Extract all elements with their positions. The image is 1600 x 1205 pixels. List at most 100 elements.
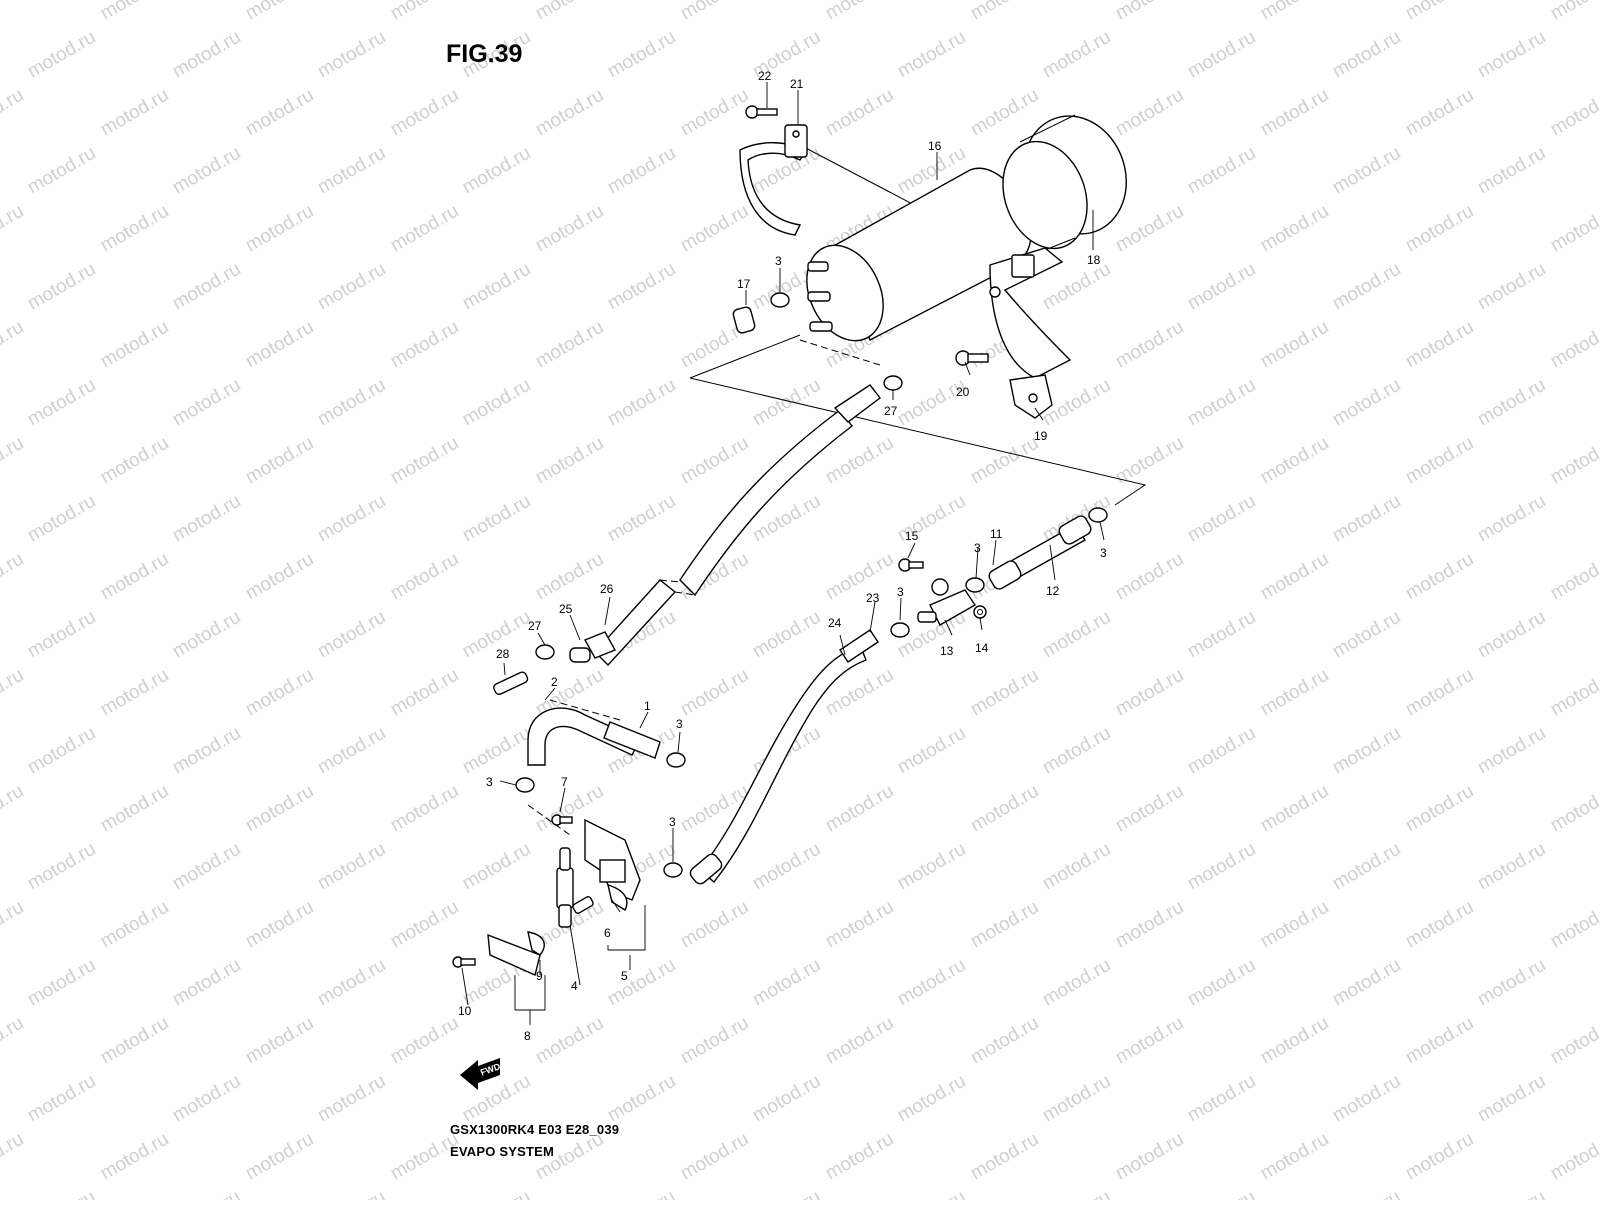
watermark-text: motod.ru (1039, 1187, 1114, 1200)
screw-15 (898, 558, 924, 572)
watermark-text: motod.ru (1257, 897, 1332, 953)
callout-22: 22 (758, 69, 772, 83)
watermark-text: motod.ru (169, 839, 244, 895)
watermark-text: motod.ru (387, 665, 462, 721)
callout-17: 17 (737, 277, 751, 291)
watermark-text: motod.ru (1474, 143, 1549, 199)
watermark-text: motod.ru (1474, 27, 1549, 83)
watermark-text: motod.ru (242, 433, 317, 489)
watermark-text: motod.ru (387, 0, 462, 24)
watermark-text: motod.ru (1547, 317, 1600, 373)
watermark-text: motod.ru (967, 665, 1042, 721)
watermark-text: motod.ru (1402, 201, 1477, 257)
watermark-text: motod.ru (387, 781, 462, 837)
hose-joint-25 (569, 631, 616, 663)
watermark-text: motod.ru (459, 491, 534, 547)
watermark-text: motod.ru (314, 27, 389, 83)
watermark-text: motod.ru (459, 375, 534, 431)
watermark-text: motod.ru (1402, 1129, 1477, 1185)
watermark-text: motod.ru (1474, 259, 1549, 315)
watermark-text: motod.ru (1329, 1187, 1404, 1200)
watermark-text: motod.ru (1329, 1071, 1404, 1127)
screw-7 (551, 814, 573, 826)
screw-10 (452, 956, 476, 968)
watermark-text: motod.ru (242, 549, 317, 605)
hose-clamp-27-lower (535, 644, 555, 660)
watermark-text: motod.ru (1184, 143, 1259, 199)
watermark-text: motod.ru (314, 607, 389, 663)
forward-arrow-icon: FWD (460, 1058, 502, 1090)
watermark-text: motod.ru (677, 201, 752, 257)
watermark-text: motod.ru (97, 85, 172, 141)
watermark-text: motod.ru (24, 27, 99, 83)
callout-3: 3 (974, 541, 981, 555)
watermark-text: motod.ru (1402, 85, 1477, 141)
watermark-text: motod.ru (1547, 201, 1600, 257)
watermark-text: motod.ru (169, 143, 244, 199)
hose-clamp-3-elbow (515, 777, 535, 793)
watermark-text: motod.ru (967, 897, 1042, 953)
watermark-text: motod.ru (822, 1129, 897, 1185)
watermark-text: motod.ru (314, 723, 389, 779)
watermark-text: motod.ru (1474, 1187, 1549, 1200)
watermark-text: motod.ru (1257, 317, 1332, 373)
watermark-text: motod.ru (1402, 897, 1477, 953)
watermark-text: motod.ru (604, 1187, 679, 1200)
watermark-text: motod.ru (677, 1129, 752, 1185)
watermark-text: motod.ru (0, 549, 27, 605)
watermark-text: motod.ru (97, 549, 172, 605)
watermark-text: motod.ru (97, 665, 172, 721)
watermark-text: motod.ru (1112, 549, 1187, 605)
watermark-text: motod.ru (677, 1013, 752, 1069)
watermark-text: motod.ru (0, 897, 27, 953)
callout-10: 10 (458, 1004, 472, 1018)
watermark-text: motod.ru (1184, 1187, 1259, 1200)
watermark-text: motod.ru (314, 1071, 389, 1127)
watermark-text: motod.ru (0, 781, 27, 837)
watermark-text: motod.ru (604, 259, 679, 315)
callout-3: 3 (897, 585, 904, 599)
watermark-text: motod.ru (387, 433, 462, 489)
watermark-text: motod.ru (97, 1013, 172, 1069)
watermark-text: motod.ru (242, 1129, 317, 1185)
watermark-text: motod.ru (1402, 0, 1477, 24)
watermark-text: motod.ru (894, 1071, 969, 1127)
watermark-text: motod.ru (0, 1129, 27, 1185)
watermark-text: motod.ru (1112, 897, 1187, 953)
model-code: GSX1300RK4 E03 E28_039 (450, 1122, 620, 1137)
watermark-text: motod.ru (894, 1187, 969, 1200)
watermark-text: motod.ru (1547, 1013, 1600, 1069)
watermark-text: motod.ru (532, 549, 607, 605)
watermark-text: motod.ru (169, 491, 244, 547)
watermark-text: motod.ru (967, 1013, 1042, 1069)
watermark-text: motod.ru (387, 85, 462, 141)
watermark-text: motod.ru (894, 723, 969, 779)
watermark-text: motod.ru (314, 1187, 389, 1200)
watermark-text: motod.ru (169, 259, 244, 315)
callout-3: 3 (669, 815, 676, 829)
watermark-text: motod.ru (1402, 1013, 1477, 1069)
watermark-text: motod.ru (1329, 491, 1404, 547)
callout-3: 3 (676, 717, 683, 731)
watermark-text: motod.ru (1547, 85, 1600, 141)
watermark-text: motod.ru (1257, 665, 1332, 721)
callout-23: 23 (866, 591, 880, 605)
watermark-text: motod.ru (822, 897, 897, 953)
hose-clamp-3-hose12 (1088, 507, 1108, 523)
hose-clamp-3-pipe1 (666, 752, 686, 768)
watermark-text: motod.ru (169, 723, 244, 779)
watermark-text: motod.ru (1112, 85, 1187, 141)
callout-28: 28 (496, 647, 510, 661)
system-name: EVAPO SYSTEM (450, 1144, 555, 1159)
callout-6: 6 (604, 926, 611, 940)
callout-12: 12 (1046, 584, 1060, 598)
watermark-text: motod.ru (0, 1013, 27, 1069)
valve-bracket-6 (584, 818, 641, 911)
watermark-text: motod.ru (532, 0, 607, 24)
callout-21: 21 (790, 77, 804, 91)
callout-labels: 1 2 3 3 3 3 3 3 3 4 5 6 7 8 9 10 11 12 1… (458, 69, 1107, 1043)
watermark-text: motod.ru (459, 259, 534, 315)
watermark-text: motod.ru (97, 317, 172, 373)
watermark-text: motod.ru (1257, 1013, 1332, 1069)
